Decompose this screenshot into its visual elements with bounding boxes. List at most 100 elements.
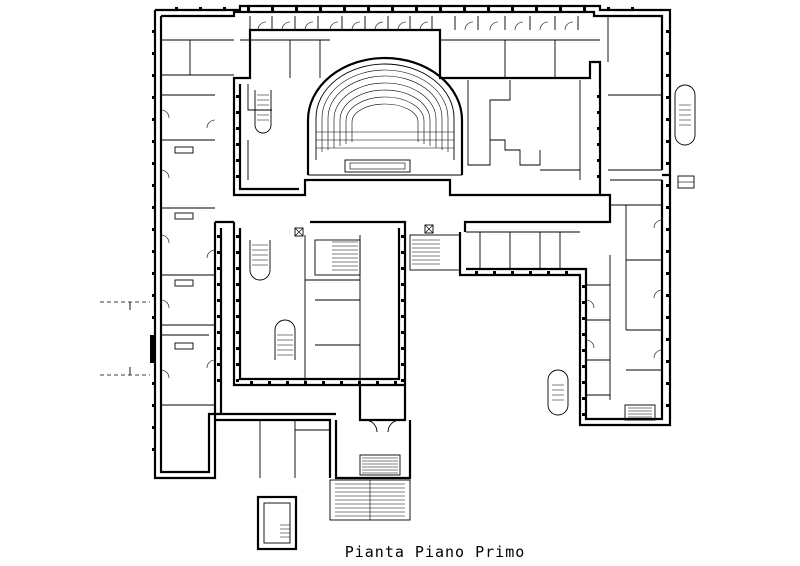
wall-tick-mark [152, 426, 156, 429]
wall-tick-mark [152, 52, 156, 55]
wall-tick-mark [236, 159, 239, 162]
wall-tick-mark [152, 30, 156, 33]
wall-tick-mark [666, 338, 670, 341]
wall-tick-mark [666, 184, 670, 187]
wall-tick-mark [376, 381, 379, 384]
wall-tick-mark [152, 338, 156, 341]
wall-tick-mark [666, 206, 670, 209]
wall-tick-mark [666, 140, 670, 143]
wall-tick-mark [583, 7, 586, 11]
wall-tick-mark [236, 175, 239, 178]
wall-tick-mark [559, 7, 562, 11]
wall-tick-mark [152, 140, 156, 143]
wall-tick-mark [582, 333, 585, 336]
wall-tick-mark [666, 96, 670, 99]
wall-tick-mark [152, 118, 156, 121]
wall-tick-mark [250, 381, 253, 384]
wall-tick-mark [152, 404, 156, 407]
wall-tick-mark [415, 7, 418, 11]
wall-tick-mark [439, 7, 442, 11]
wall-tick-mark [319, 7, 322, 11]
wall-tick-mark [217, 363, 220, 366]
stairs [249, 84, 696, 416]
wall-tick-mark [391, 7, 394, 11]
wall-tick-mark [236, 267, 239, 270]
wall-tick-mark [236, 347, 239, 350]
wall-tick-mark [152, 206, 156, 209]
wall-tick-mark [666, 118, 670, 121]
wall-tick-mark [666, 294, 670, 297]
wall-tick-mark [236, 235, 239, 238]
wall-tick-mark [236, 283, 239, 286]
wall-tick-mark [401, 251, 404, 254]
wall-tick-mark [666, 272, 670, 275]
auditorium [306, 56, 464, 176]
wall-tick-mark [582, 365, 585, 368]
inner-courtyard-rooms [294, 224, 461, 385]
wall-tick-mark [401, 331, 404, 334]
wall-tick-mark [493, 271, 496, 274]
wall-tick-mark [597, 111, 600, 114]
wall-tick-mark [511, 271, 514, 274]
wall-tick-mark [582, 285, 585, 288]
wall-tick-mark [236, 379, 239, 382]
wall-tick-mark [152, 184, 156, 187]
wall-tick-mark [152, 96, 156, 99]
wall-tick-mark [152, 250, 156, 253]
wall-tick-mark [358, 381, 361, 384]
wall-tick-mark [597, 143, 600, 146]
wall-tick-mark [401, 379, 404, 382]
wall-tick-mark [666, 228, 670, 231]
wall-tick-mark [340, 381, 343, 384]
wall-tick-mark [236, 315, 239, 318]
wall-tick-mark [547, 271, 550, 274]
wall-tick-mark [666, 250, 670, 253]
wall-tick-mark [217, 299, 220, 302]
left-wing-rooms [150, 94, 216, 406]
wall-tick-mark [236, 331, 239, 334]
wall-tick-mark [175, 7, 178, 11]
wall-tick-mark [217, 379, 220, 382]
wall-tick-mark [535, 7, 538, 11]
wall-tick-mark [565, 271, 568, 274]
wall-tick-mark [597, 95, 600, 98]
wall-tick-mark [475, 271, 478, 274]
wall-detail-marks [152, 7, 670, 451]
wall-tick-mark [597, 175, 600, 178]
wall-tick-mark [217, 331, 220, 334]
wall-tick-mark [236, 251, 239, 254]
wall-tick-mark [597, 127, 600, 130]
wall-tick-mark [236, 143, 239, 146]
detached-building [256, 495, 298, 551]
wall-tick-mark [597, 159, 600, 162]
wall-tick-mark [487, 7, 490, 11]
wall-tick-mark [631, 7, 634, 11]
wall-tick-mark [152, 272, 156, 275]
south-entrance [214, 419, 412, 521]
wall-tick-mark [217, 235, 220, 238]
wall-tick-mark [304, 381, 307, 384]
wall-tick-mark [582, 317, 585, 320]
wall-tick-mark [666, 30, 670, 33]
wall-tick-mark [582, 397, 585, 400]
wall-tick-mark [529, 271, 532, 274]
wall-tick-mark [463, 7, 466, 11]
wall-tick-mark [286, 381, 289, 384]
wall-tick-mark [666, 316, 670, 319]
wall-tick-mark [401, 235, 404, 238]
wall-tick-mark [582, 349, 585, 352]
wall-tick-mark [217, 347, 220, 350]
wall-tick-mark [152, 360, 156, 363]
wall-tick-mark [666, 360, 670, 363]
wall-tick-mark [401, 363, 404, 366]
wall-tick-mark [401, 299, 404, 302]
wall-tick-mark [236, 95, 239, 98]
wall-tick-mark [582, 301, 585, 304]
wall-tick-mark [152, 294, 156, 297]
wall-tick-mark [582, 413, 585, 416]
wall-tick-mark [394, 381, 397, 384]
wall-tick-mark [401, 315, 404, 318]
top-wing-rooms [161, 16, 662, 171]
east-courtyard-rooms [247, 80, 581, 180]
wall-tick-mark [217, 315, 220, 318]
